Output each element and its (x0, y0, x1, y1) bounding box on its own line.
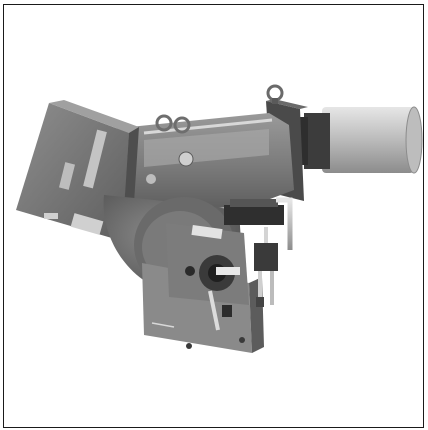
valve-train (224, 197, 293, 307)
blast-tube (294, 106, 423, 174)
burner-illustration (16, 84, 423, 353)
burner-arm (99, 113, 294, 215)
photo-frame (3, 4, 424, 428)
oil-pump (166, 223, 249, 331)
control-box (16, 100, 139, 241)
